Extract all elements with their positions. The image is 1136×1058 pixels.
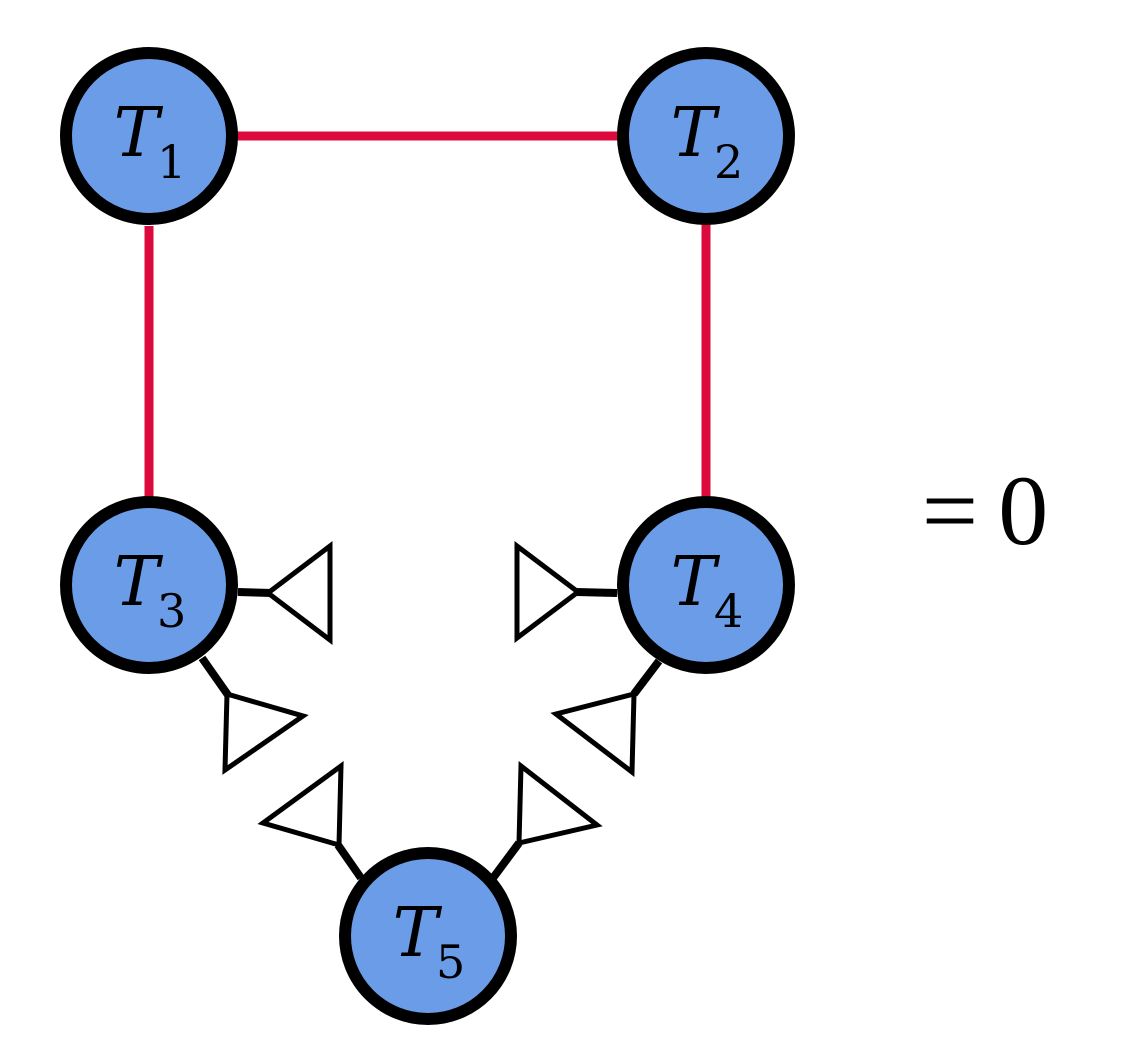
node-label: T1 xyxy=(114,94,187,189)
open-leg-t5-right xyxy=(489,760,603,881)
node-t4: T4 xyxy=(617,496,795,674)
node-label: T3 xyxy=(114,543,187,638)
open-leg-t5-left xyxy=(257,760,365,881)
open-leg-t3-right xyxy=(237,540,333,646)
node-t3: T3 xyxy=(60,496,238,674)
leg-triangle xyxy=(222,690,309,775)
open-legs xyxy=(198,540,663,881)
node-label: T5 xyxy=(393,894,466,989)
leg-triangle xyxy=(257,760,344,849)
node-label: T2 xyxy=(671,94,744,189)
tensor-node-circle xyxy=(339,847,517,1025)
open-leg-t3-lower xyxy=(198,655,309,775)
leg-triangle xyxy=(263,540,333,646)
tensor-node-circle xyxy=(617,496,795,674)
leg-triangle xyxy=(514,540,583,644)
node-t1: T1 xyxy=(60,47,238,225)
node-t2: T2 xyxy=(617,47,795,225)
equation-value: 0 xyxy=(998,455,1048,566)
equation-rhs: =0 xyxy=(922,455,1048,566)
leg-triangle xyxy=(550,690,637,777)
equals-sign: = xyxy=(922,455,978,566)
node-label: T4 xyxy=(671,543,744,638)
open-leg-t4-left xyxy=(514,540,618,644)
node-t5: T5 xyxy=(339,847,517,1025)
bond-edges xyxy=(144,131,711,510)
tensor-node-circle xyxy=(617,47,795,225)
leg-triangle xyxy=(516,760,603,847)
open-leg-t4-lower xyxy=(550,658,663,777)
tensor-node-circle xyxy=(60,496,238,674)
tensor-node-circle xyxy=(60,47,238,225)
